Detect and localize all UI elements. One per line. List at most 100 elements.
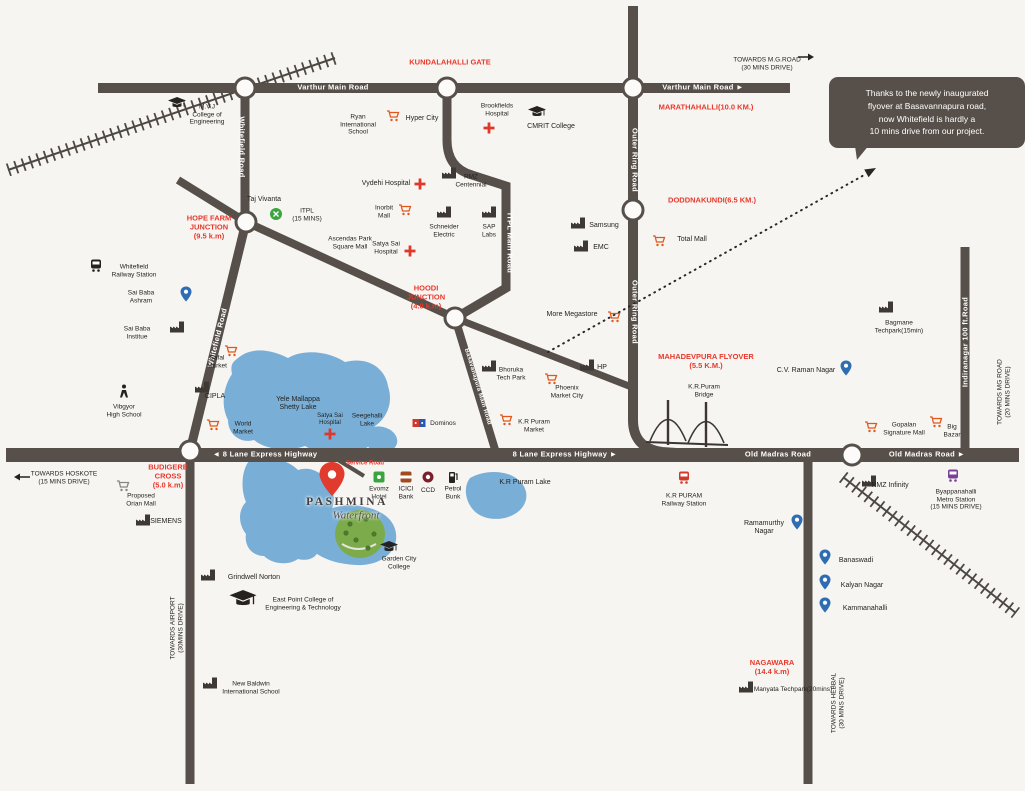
old-madras-road-label-right: Old Madras Road ► [888, 449, 966, 459]
towards-mg-road-right-label: TOWARDS MG ROAD (20 MINS DRIVE) [996, 359, 1011, 425]
rmz-infinity-label: RMZ Infinity [871, 481, 909, 489]
building-icon [482, 206, 496, 218]
building-icon [170, 321, 184, 333]
cart-icon [544, 373, 558, 385]
ccd-icon [422, 471, 434, 483]
seegehalli-lake-label: Seegehalli Lake [351, 412, 383, 427]
building-icon [442, 167, 456, 179]
petrol-icon [448, 471, 458, 483]
hyper-city-label: Hyper City [405, 114, 439, 122]
building-icon [574, 240, 588, 252]
arrow-left-icon [14, 473, 30, 481]
arrow-right-icon [798, 53, 814, 61]
cart-icon [929, 416, 943, 428]
kammanahalli-label: Kammanahalli [842, 604, 888, 612]
cipla-label: CIPLA [204, 392, 226, 400]
building-icon [136, 514, 150, 526]
flyover-route-arrow [547, 168, 876, 353]
varthur-main-road-label-right: Varthur Main Road ► [662, 82, 744, 92]
college-icon [380, 541, 398, 553]
project-name: PASHMINA [306, 496, 388, 509]
kr-puram-lake-label: K.R Puram Lake [499, 478, 551, 486]
outer-ring-road-label-mid: Outer Ring Road [630, 279, 640, 345]
cart-gray-icon [116, 480, 130, 492]
taj-vivanta-label: Taj Vivanta [246, 195, 282, 203]
dominos-label: Dominos [430, 420, 456, 428]
brookfields-hospital-label: Brookfields Hospital [480, 102, 514, 117]
ccd-label: CCD [420, 487, 436, 495]
taj-icon [270, 208, 282, 220]
building-icon [879, 301, 893, 313]
petrol-bunk-label: Petrol Bunk [444, 485, 462, 500]
service-road-label: Service Road [345, 460, 385, 467]
satya-sai-hospital-small-label: Satya Sai Hospital [317, 412, 343, 426]
cart-icon [398, 204, 412, 216]
junction-circles [178, 76, 864, 467]
east-point-college-label: East Point College of Engineering & Tech… [265, 596, 341, 611]
building-icon [580, 359, 594, 371]
person-icon [120, 384, 129, 398]
bank-icon [400, 471, 412, 483]
evomz-hotel-label: Evomz Hotel [369, 485, 389, 500]
phoenix-market-city-label: Phoenix Market City [550, 384, 584, 399]
building-icon [862, 475, 876, 487]
building-icon [482, 360, 496, 372]
more-megastore-label: More Megastore [546, 310, 598, 318]
kalyan-nagar-label: Kalyan Nagar [840, 581, 884, 589]
proposed-orian-mall-label: Proposed Orian Mall [126, 492, 156, 507]
vibgyor-school-label: Vibgyor High School [106, 403, 142, 418]
inorbit-mall-label: Inorbit Mall [374, 204, 394, 219]
kundalahalli-gate-label: KUNDALAHALLI GATE [409, 57, 491, 67]
varthur-main-road-label-left: Varthur Main Road [297, 82, 369, 92]
mvj-college-label: M.V.J College of Engineering [189, 103, 225, 126]
whitefield-railway-station-label: Whitefield Railway Station [111, 263, 157, 278]
building-icon [571, 217, 585, 229]
hospital-icon [483, 122, 495, 134]
building-icon [201, 569, 215, 581]
building-icon [203, 677, 217, 689]
college-icon [528, 106, 546, 118]
samsung-label: Samsung [589, 221, 619, 229]
big-bazar-label: Big Bazar [943, 423, 961, 438]
hope-farm-junction-label: HOPE FARM JUNCTION (9.5 k.m) [186, 213, 232, 241]
hotel-icon [373, 471, 385, 483]
grindwell-norton-label: Grindwell Norton [227, 573, 281, 581]
metro-icon [947, 469, 959, 483]
hospital-icon [324, 428, 336, 440]
indiranagar-road-label: Indiranagar 100 ft.Road [960, 296, 970, 388]
project-site [319, 462, 385, 558]
itpl-main-road-label: ITPL Main Road [505, 212, 515, 274]
dominos-icon [412, 419, 426, 427]
new-baldwin-school-label: New Baldwin International School [222, 680, 280, 695]
cv-raman-nagar-label: C.V. Raman Nagar [776, 366, 836, 374]
emc-label: EMC [593, 243, 609, 251]
train-red-icon [678, 471, 690, 485]
hp-label: HP [597, 363, 607, 371]
ramamurthy-nagar-label: Ramamurthy Nagar [743, 519, 785, 535]
pin-icon [840, 360, 852, 376]
byappanahalli-metro-label: Byappanahalli Metro Station (15 MINS DRI… [930, 488, 982, 511]
schneider-electric-label: Schneider Electric [429, 223, 459, 238]
hoodi-junction-label: HOODI JUNCTION (4.0 k.m) [406, 283, 446, 311]
building-icon [739, 681, 753, 693]
express-highway-label-right: 8 Lane Express Highway ► [512, 449, 618, 459]
cart-icon [607, 311, 621, 323]
railway-tracks [5, 51, 1021, 619]
pin-icon [819, 549, 831, 565]
building-icon [437, 206, 451, 218]
sap-labs-label: SAP Labs [481, 223, 497, 238]
project-subname: Waterfront [332, 509, 380, 522]
kr-puram-bridge-icon [645, 400, 729, 447]
marathahalli-label: MARATHAHALLI(10.0 KM.) [658, 102, 754, 112]
bhoruka-tech-park-label: Bhoruka Tech Park [496, 366, 526, 381]
cart-icon [386, 110, 400, 122]
world-market-label: World Market [233, 420, 253, 435]
project-pin-icon [319, 462, 345, 496]
pin-icon [819, 597, 831, 613]
express-highway-label-left: ◄ 8 Lane Express Highway [212, 449, 318, 459]
itpl-label: ITPL (15 MINS) [292, 207, 322, 222]
manyata-techpark-label: Manyata Techpark(20mins) [753, 686, 833, 694]
kr-puram-market-label: K.R Puram Market [518, 418, 550, 433]
vydehi-hospital-label: Vydehi Hospital [361, 179, 411, 187]
